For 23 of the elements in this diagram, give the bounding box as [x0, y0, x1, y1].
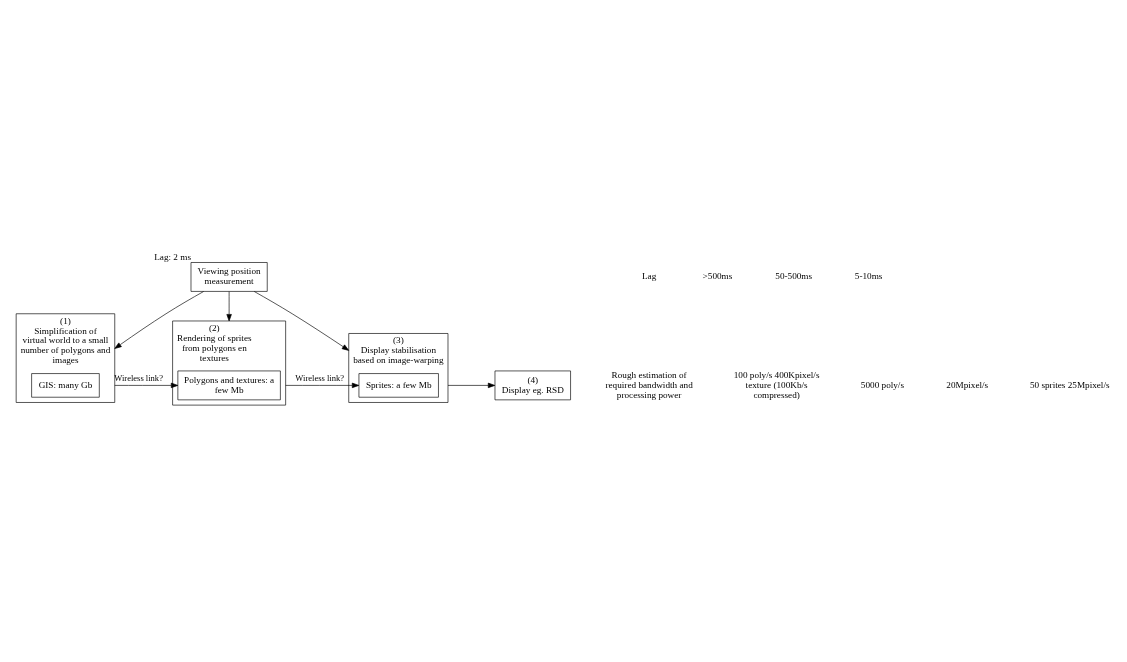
label: 5000 poly/s — [860, 379, 904, 390]
edge-label: Wireless link? — [114, 372, 163, 383]
arrow — [114, 290, 204, 349]
label: 50 sprites 25Mpixel/s — [1029, 379, 1110, 390]
node-box: Sprites: a few Mb — [358, 372, 439, 398]
edge-label: Wireless link? — [295, 372, 345, 383]
arrow — [226, 290, 232, 321]
label: 20Mpixel/s — [946, 379, 989, 390]
node-box: Viewing position measurement — [190, 261, 268, 292]
label: Rough estimation of required bandwidth and processing power — [605, 369, 693, 400]
label: 100 poly/s 400Kpixel/s texture (100Kb/s compressed) — [733, 369, 820, 400]
label: Lag — [641, 270, 657, 281]
node-box: Polygons and textures: a few Mb — [177, 370, 281, 400]
node-label: Lag: 2 ms — [154, 251, 191, 262]
node-box: (4) Display eg. RSD — [494, 370, 571, 400]
arrow — [114, 382, 179, 388]
label: >500ms — [702, 270, 733, 281]
arrow — [447, 382, 496, 388]
label: 50-500ms — [775, 270, 813, 281]
arrow — [285, 382, 360, 388]
label: 5-10ms — [854, 270, 883, 281]
node-box: GIS: many Gb — [31, 372, 100, 398]
arrow — [253, 290, 350, 351]
